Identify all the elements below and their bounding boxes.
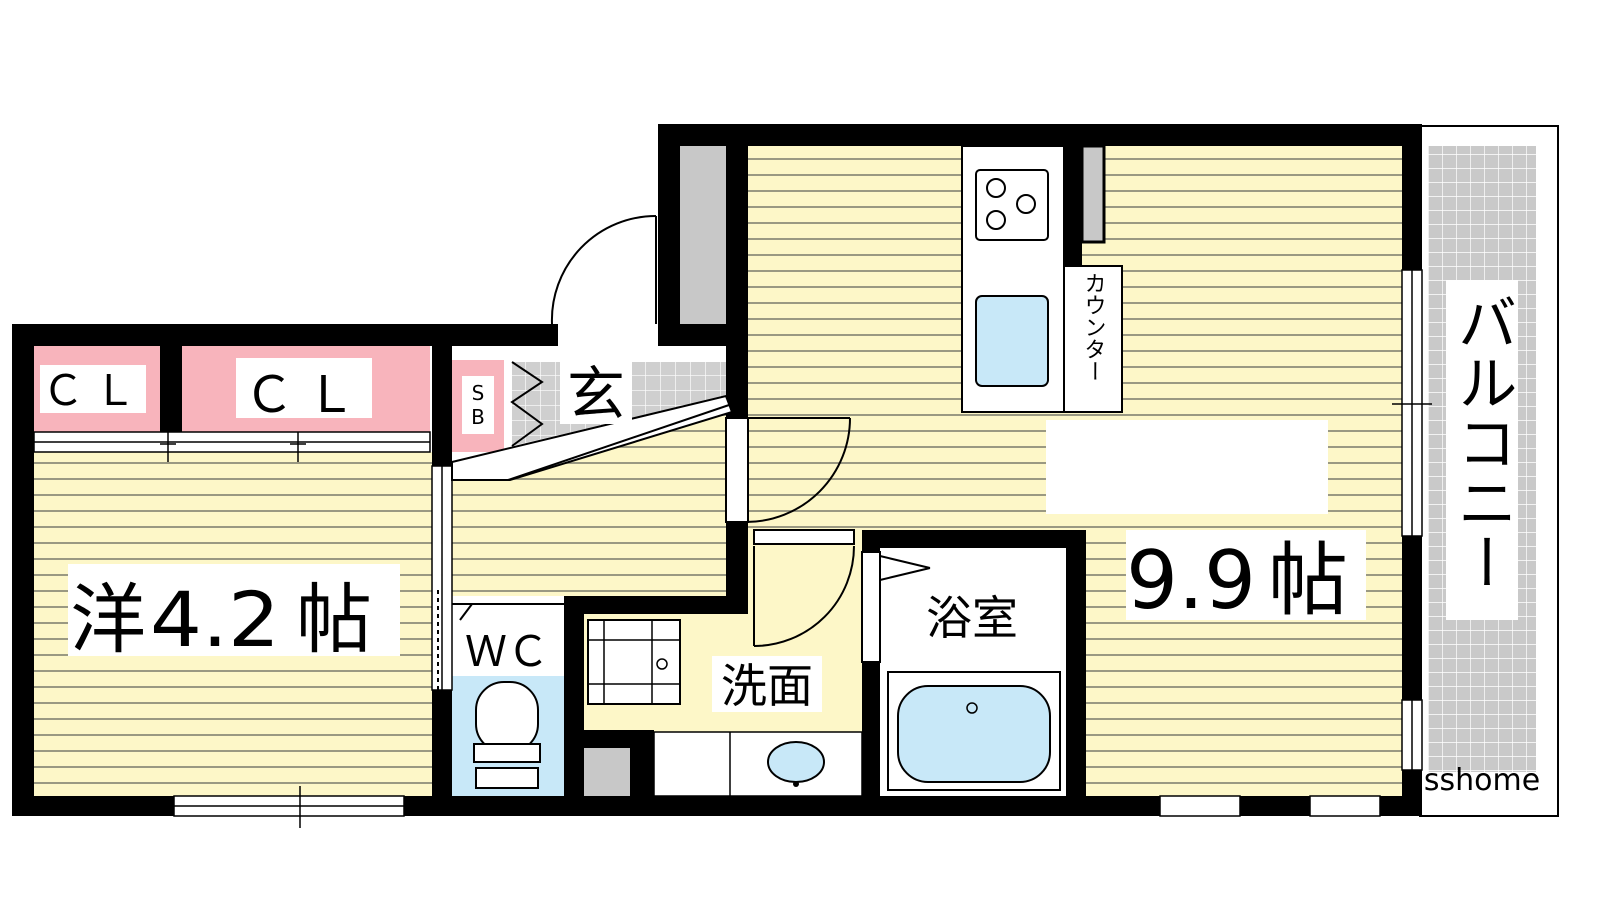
ldk-size: 9.9 xyxy=(1126,534,1256,627)
windows xyxy=(173,269,1432,828)
shoe-box-label-s: S xyxy=(472,381,485,405)
washbasin-icon xyxy=(767,741,825,783)
entrance-label: 玄 xyxy=(567,360,625,428)
ldk-size-label: 9.9 帖 xyxy=(1126,534,1348,627)
western-room-label: 洋 4.2 帖 xyxy=(70,575,372,664)
fixtures xyxy=(473,619,1061,797)
western-room-size: 4.2 xyxy=(150,575,280,664)
sink-icon xyxy=(975,295,1049,387)
ldk-unit: 帖 xyxy=(1268,534,1348,627)
counter-label: カウンター xyxy=(1081,272,1106,382)
pipe-space xyxy=(584,748,630,796)
closet-1-label: ＣＬ xyxy=(42,366,146,415)
balcony-label: バルコニー xyxy=(1447,292,1517,592)
bathroom-label: 浴室 xyxy=(926,591,1018,645)
shoe-box-label-b: B xyxy=(471,405,485,429)
western-room-unit: 帖 xyxy=(296,575,372,664)
closets xyxy=(33,344,504,462)
bathtub-icon xyxy=(897,685,1051,783)
washroom-label: 洗面 xyxy=(721,659,813,713)
toilet-icon xyxy=(475,681,539,753)
entrance-storage-panel xyxy=(680,146,726,324)
watermark: sshome xyxy=(1424,763,1540,798)
kitchen xyxy=(961,145,1123,413)
stove-icon xyxy=(975,169,1049,241)
balcony-area xyxy=(1419,125,1559,817)
doors xyxy=(451,215,931,663)
closet-2-label: ＣＬ xyxy=(244,366,368,424)
toilet-label: ＷＣ xyxy=(465,627,549,676)
western-room-name: 洋 xyxy=(70,575,146,664)
